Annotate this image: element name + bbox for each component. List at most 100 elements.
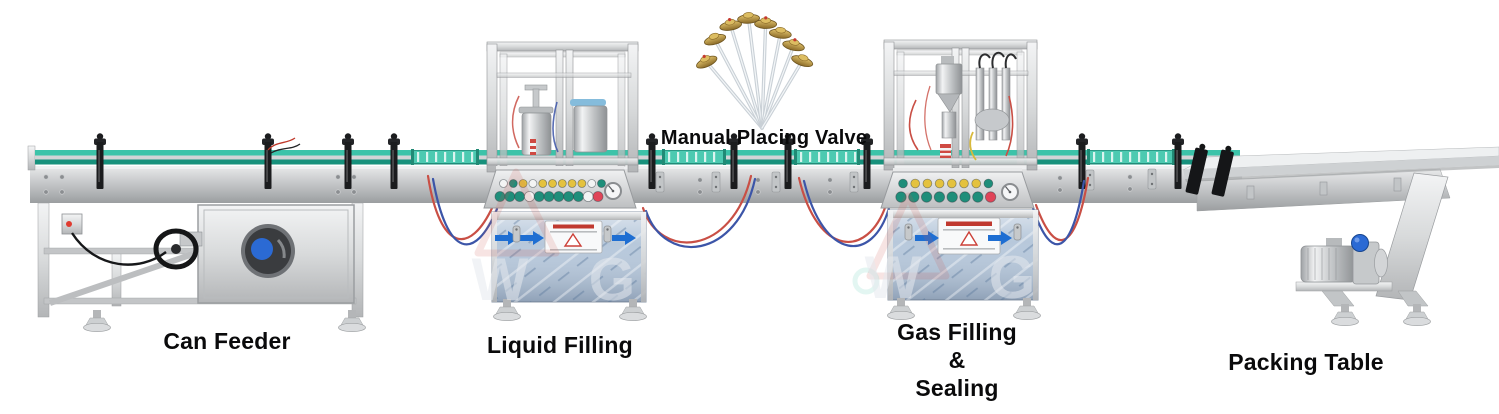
indicator-buttons xyxy=(895,178,997,203)
indicator-button-yellow xyxy=(971,178,981,189)
indicator-button-teal xyxy=(920,191,933,203)
indicator-button-yellow xyxy=(910,178,920,189)
indicator-button-yellow xyxy=(946,178,957,189)
indicator-button-yellow xyxy=(577,179,587,188)
bolt xyxy=(697,189,703,195)
indicator-button-teal xyxy=(972,191,984,203)
machine-cabinet xyxy=(887,209,1039,301)
indicator-button-red xyxy=(984,191,997,203)
cross-brace xyxy=(49,250,197,306)
indicator-button-white xyxy=(587,179,597,188)
valve-cap xyxy=(768,27,792,39)
door-latch xyxy=(1013,223,1022,241)
indicator-button-yellow xyxy=(959,178,969,189)
conveyor-end-cap xyxy=(27,145,36,171)
indicator-button-yellow xyxy=(548,179,557,188)
indicator-button-red xyxy=(592,191,604,202)
pneumatic-tubes xyxy=(426,174,1090,248)
valve-cap xyxy=(754,16,778,29)
warning-plate xyxy=(544,220,603,254)
label-gas-filling-line1: Gas Filling xyxy=(897,319,1017,345)
bolt xyxy=(351,189,357,195)
machine-frame xyxy=(486,41,639,173)
label-gas-filling-sealing: Gas Filling & Sealing xyxy=(897,318,1017,402)
indicator-button-teal xyxy=(543,191,555,202)
rail-clamp xyxy=(728,133,740,189)
valve-cap xyxy=(719,17,742,31)
power-cable xyxy=(70,232,167,266)
feeder-door-panel xyxy=(197,204,355,304)
indicator-button-teal xyxy=(959,191,971,203)
leveling-foot xyxy=(83,310,111,333)
feeder-motor xyxy=(251,238,273,260)
guide-rail-section xyxy=(794,149,860,165)
leveling-foot xyxy=(1403,304,1431,327)
feeder-control-box xyxy=(61,213,167,266)
bolt xyxy=(755,189,761,195)
indicator-button-yellow xyxy=(518,179,528,188)
rail-clamp xyxy=(1076,133,1088,189)
warning-plate xyxy=(937,217,1001,255)
indicator-button-yellow xyxy=(922,178,933,189)
valve-cap xyxy=(704,32,727,46)
indicator-button-yellow xyxy=(567,179,577,188)
bolt xyxy=(755,177,761,183)
can-feeder-figure xyxy=(37,137,364,318)
handwheel xyxy=(153,228,203,270)
indicator-button-teal xyxy=(597,179,606,188)
table-leg xyxy=(37,202,50,318)
watermark-letter: W xyxy=(472,246,529,313)
indicator-button-white xyxy=(582,191,594,202)
guide-rail-section xyxy=(662,149,726,165)
watermark-letter: G xyxy=(989,244,1036,311)
indicator-button-teal xyxy=(898,178,908,189)
label-packing-table: Packing Table xyxy=(1228,349,1384,375)
sensor-wire xyxy=(270,143,301,154)
direction-arrow xyxy=(612,231,636,245)
leveling-foot xyxy=(887,298,915,321)
leveling-foot xyxy=(619,299,647,322)
rail-clamp xyxy=(94,133,106,189)
indicator-button-teal xyxy=(983,178,994,189)
pressure-gauge xyxy=(604,182,622,200)
control-panel xyxy=(483,166,637,209)
mount-tabs xyxy=(655,168,1157,193)
gas-filling-machine-figure xyxy=(880,39,1039,301)
table-edge xyxy=(1183,156,1499,179)
leveling-foot xyxy=(1013,298,1041,321)
apron-bolts xyxy=(43,174,1133,195)
valve-cap xyxy=(696,54,718,69)
indicator-button-yellow xyxy=(538,179,548,188)
end-stop-clamps xyxy=(1185,143,1234,197)
guide-rail-section xyxy=(1087,149,1175,165)
valve-cap xyxy=(737,12,760,24)
bolt xyxy=(335,189,341,195)
indicator-button-white xyxy=(499,179,508,188)
bolt xyxy=(1127,174,1133,180)
indicator-button-teal xyxy=(895,191,907,203)
direction-arrow xyxy=(988,231,1012,245)
rail-clamp xyxy=(782,133,794,189)
indicator-button-teal xyxy=(946,191,958,203)
bolt xyxy=(351,174,357,180)
indicator-button-teal xyxy=(908,191,920,203)
bolt xyxy=(827,177,833,183)
leveling-foot xyxy=(338,310,366,333)
bolt xyxy=(43,174,49,180)
indicator-button-teal xyxy=(508,179,518,188)
guide-rail-sections xyxy=(411,149,1175,165)
indicator-button-yellow xyxy=(557,179,567,188)
power-button xyxy=(66,221,72,227)
indicator-button-teal xyxy=(533,191,545,202)
door-latch xyxy=(904,223,913,241)
machine-cabinet xyxy=(491,211,647,303)
motor-cap xyxy=(1351,234,1369,252)
bolt xyxy=(43,189,49,195)
mount-tab xyxy=(771,171,781,193)
indicator-button-yellow xyxy=(934,178,945,189)
rail-clamp xyxy=(388,133,400,189)
rail-clamp xyxy=(1172,133,1184,189)
